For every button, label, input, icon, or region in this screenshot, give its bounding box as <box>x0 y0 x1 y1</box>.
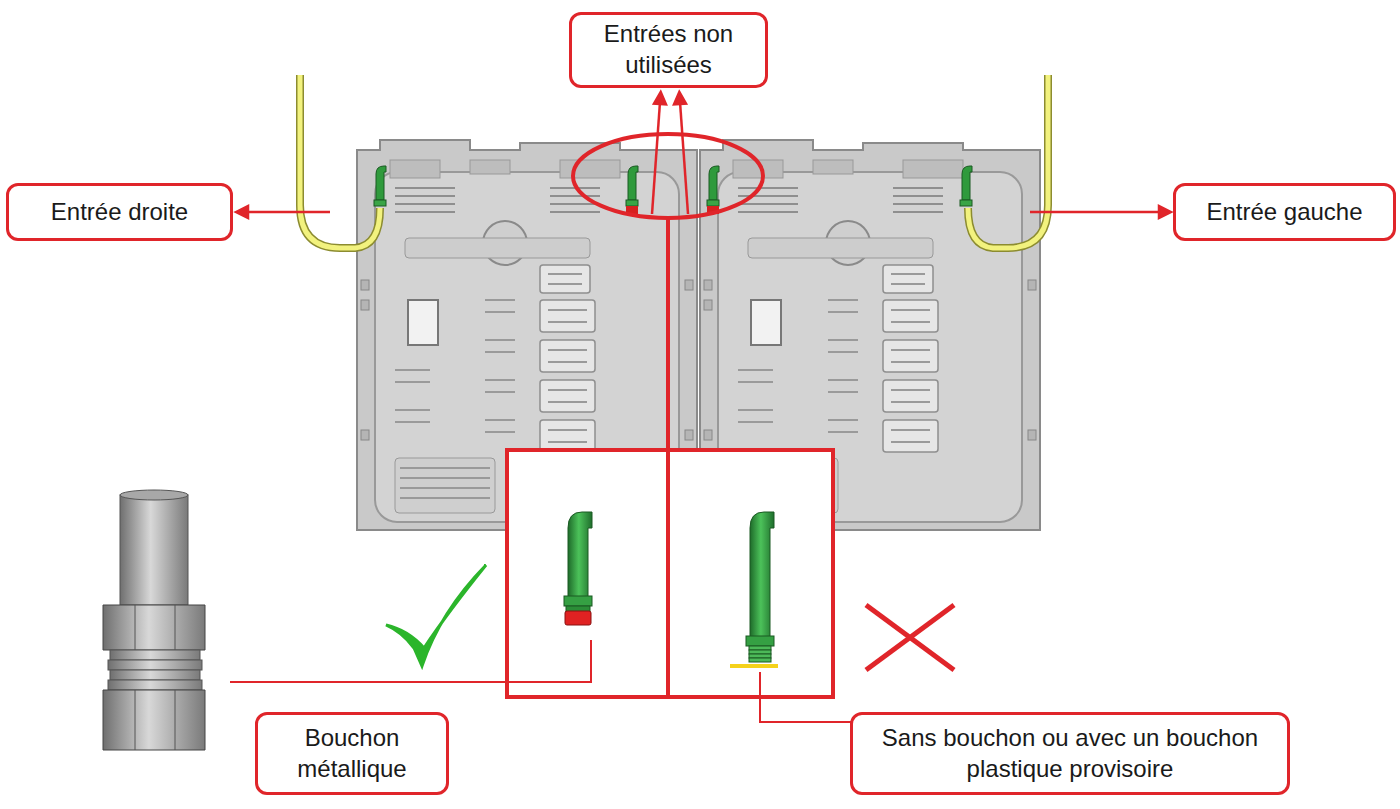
illustration-line <box>175 690 176 750</box>
label-box: Entrée gauche <box>1173 183 1396 241</box>
illustration-path <box>236 206 248 218</box>
inset-frame <box>668 450 833 697</box>
illustration-polyline <box>230 640 591 682</box>
illustration-path <box>750 512 774 640</box>
leader-line <box>230 640 851 722</box>
inset-frame <box>507 450 668 697</box>
label-text: Sans bouchon ou avec un bouchon plastiqu… <box>861 723 1279 784</box>
illustration-line <box>1030 211 1162 214</box>
label-box: Sans bouchon ou avec un bouchon plastiqu… <box>850 712 1290 795</box>
illustration-line <box>652 102 660 214</box>
illustration-ellipse <box>120 490 188 500</box>
illustration-rect <box>108 660 202 670</box>
illustration-rect <box>749 654 771 658</box>
cross-mark <box>866 605 954 670</box>
illustration-g <box>749 646 771 662</box>
label-text: Entrée gauche <box>1206 197 1362 228</box>
pointer-arrow <box>236 92 1171 218</box>
open-fitting <box>730 512 778 668</box>
label-box: Entrée droite <box>6 183 233 241</box>
label-text-group: Entrée droite <box>51 197 188 228</box>
illustration-path <box>654 92 666 104</box>
label-text: Bouchon métallique <box>266 723 438 784</box>
label-text-group: Entrées non utilisées <box>580 19 757 80</box>
illustration-path <box>568 512 592 600</box>
label-text-group: Bouchon métallique <box>266 723 438 784</box>
illustration-path <box>674 92 686 104</box>
label-box: Entrées non utilisées <box>569 12 768 88</box>
illustration-line <box>245 211 330 214</box>
label-text: Entrée droite <box>51 197 188 228</box>
illustration-rect <box>108 680 202 690</box>
illustration-rect <box>565 611 591 625</box>
metal-plug <box>103 490 205 750</box>
label-text: Entrées non utilisées <box>580 19 757 80</box>
highlight-ellipse <box>573 134 763 218</box>
illustration-rect <box>749 658 771 662</box>
illustration-rect <box>120 495 188 605</box>
gas-hose <box>300 75 380 248</box>
illustration-line <box>680 102 688 214</box>
gas-hose <box>968 75 1048 248</box>
check-mark <box>386 565 486 666</box>
capped-fitting <box>564 512 592 625</box>
label-text-group: Sans bouchon ou avec un bouchon plastiqu… <box>861 723 1279 784</box>
gas-inlet <box>374 166 386 206</box>
illustration-rect <box>564 596 592 606</box>
illustration-rect <box>749 646 771 650</box>
gas-hose <box>968 75 1048 248</box>
illustration-line <box>175 605 176 650</box>
gas-inlet <box>960 166 972 206</box>
cross-mark <box>866 605 954 670</box>
illustration-rect <box>746 636 774 646</box>
illustration-rect <box>110 650 200 660</box>
illustration-rect <box>110 670 200 680</box>
gas-hose <box>300 75 380 248</box>
leader-line <box>666 218 670 452</box>
illustration-rect <box>730 664 778 668</box>
gas-inlet <box>626 166 638 206</box>
illustration-rect <box>749 650 771 654</box>
label-box: Bouchon métallique <box>255 712 449 795</box>
label-text-group: Entrée gauche <box>1206 197 1362 228</box>
illustration-path <box>103 605 205 650</box>
illustration-polyline <box>760 672 851 722</box>
illustration-path <box>1159 206 1171 218</box>
illustration-g <box>108 650 202 690</box>
gas-inlet <box>707 166 719 206</box>
illustration-path <box>103 690 205 750</box>
illustration-line <box>135 605 136 650</box>
illustration-line <box>135 690 136 750</box>
